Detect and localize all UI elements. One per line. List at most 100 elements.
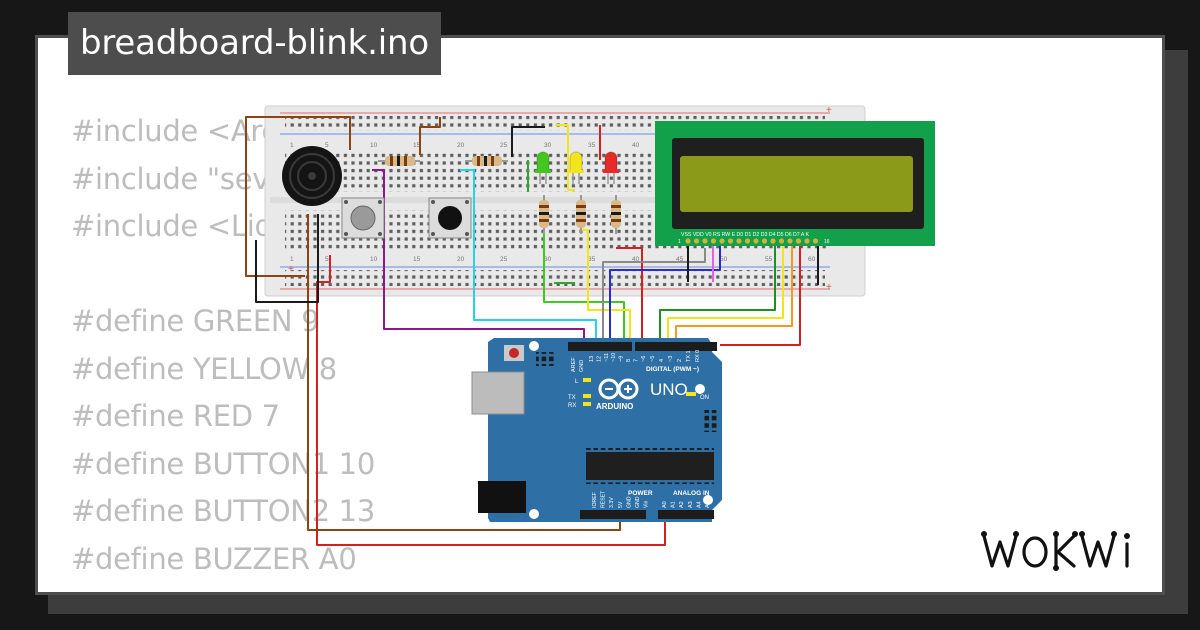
code-line: #define RED 7 [71, 399, 280, 433]
lcd-pin-first: 1 [678, 239, 681, 245]
arduino-uno: UNO ARDUINO DIGITAL (PWM ~) ON L TX RX A… [471, 338, 722, 522]
aref-label: AREF [571, 357, 577, 372]
lcd-pin [719, 238, 725, 244]
column-number: 25 [500, 256, 508, 263]
lcd-pin [770, 238, 776, 244]
digital-pin-label: 12 [596, 356, 602, 362]
l-label: L [575, 379, 579, 385]
column-number: 45 [676, 256, 684, 263]
power-pin-label: 5V [618, 501, 624, 508]
icsp-header [536, 352, 556, 366]
digital-header-left [568, 342, 632, 351]
wire-black-buzzer [255, 214, 319, 303]
wire-red-a0 [316, 255, 666, 546]
wire-brown-rail [245, 116, 351, 277]
digital-pin-label: 8 [626, 359, 632, 362]
column-number: 10 [370, 142, 378, 149]
column-number: 10 [370, 256, 378, 263]
digital-pin-label: ~5 [650, 356, 656, 362]
column-number: 30 [544, 256, 552, 263]
power-pin-label: Vin [644, 500, 650, 508]
column-number: 5 [325, 256, 329, 263]
lcd-pin [795, 238, 802, 244]
digital-pin-label: 2 [677, 359, 683, 362]
tx-led [583, 394, 591, 398]
digital-pin-label: ~6 [641, 356, 647, 362]
leds [535, 151, 619, 184]
gnd-label: GND [579, 360, 585, 372]
column-number: 20 [457, 256, 465, 263]
wokwi-logo [981, 531, 1130, 571]
rail-plus-label: + [826, 105, 832, 116]
wire-orange-lcd [675, 244, 793, 342]
code-line: #define GREEN 9 [71, 304, 320, 338]
digital-label: DIGITAL (PWM ~) [646, 366, 699, 373]
analog-pin-label: A4 [696, 501, 702, 508]
column-number: 15 [413, 142, 421, 149]
rail-plus-label-bottom: + [826, 282, 832, 293]
lcd-pin [761, 238, 768, 244]
resistor-2 [465, 156, 508, 166]
project-title: breadboard-blink.ino [68, 12, 441, 75]
led-2 [568, 151, 584, 184]
led-3 [603, 151, 619, 184]
mount-hole [529, 341, 539, 351]
code-line: #define YELLOW 8 [71, 351, 337, 386]
lcd-pin [778, 238, 785, 244]
analog-pin-label: A1 [671, 501, 677, 508]
arduino-brand: ARDUINO [596, 402, 633, 411]
wire-purple [372, 169, 585, 342]
wire-yellow-lcd [667, 244, 784, 342]
wire-green-lcd [659, 244, 776, 342]
center-channel [270, 197, 860, 203]
rx-label: RX [568, 403, 576, 409]
led-resistor-3 [611, 195, 621, 234]
digital-pin-label: 13 [589, 356, 595, 362]
wire-yellow [581, 229, 631, 342]
rx-led [583, 402, 591, 406]
power-pin-label: RESET [601, 490, 607, 508]
lcd-pin [727, 238, 734, 244]
lcd-pin [753, 238, 759, 244]
lcd-pin [710, 238, 717, 244]
lcd-pin [744, 238, 751, 244]
led-1 [535, 151, 551, 184]
digital-pin-label: ~10 [611, 353, 617, 362]
column-number: 40 [632, 256, 640, 263]
analog-pin-label: A0 [662, 501, 668, 508]
lcd-pin [693, 238, 700, 244]
microcontroller-chip [586, 452, 714, 480]
column-number: 5 [325, 142, 329, 149]
lcd-pin [736, 238, 742, 244]
lcd-pin-labels: VSS VDD V0 RS RW E D0 D1 D2 D3 D4 D5 D6 … [681, 232, 809, 238]
wire-gray [602, 248, 706, 342]
digital-pin-label: 4 [659, 359, 665, 362]
lcd-pin [804, 238, 810, 244]
push-button-1 [341, 197, 385, 239]
digital-pin-label: 7 [633, 359, 639, 362]
digital-pin-label: RX 0 [695, 350, 701, 362]
digital-pin-label: ~3 [668, 356, 674, 362]
lcd-pin [812, 238, 819, 244]
lcd-pin-last: 16 [824, 239, 830, 245]
code-line: #define BUZZER A0 [71, 541, 357, 576]
column-number: 30 [544, 142, 552, 149]
digital-pin-label: ~11 [604, 353, 610, 362]
usb-port [471, 371, 525, 415]
power-pin-label: GND [626, 496, 632, 508]
column-number: 1 [290, 142, 294, 149]
digital-pin-label: TX 1 [686, 350, 692, 362]
lcd-pin [685, 238, 691, 244]
on-led [686, 392, 696, 396]
rail-plus-label-left: + [288, 264, 294, 275]
analog-label: ANALOG IN [673, 490, 710, 497]
analog-pin-label: A2 [679, 501, 685, 508]
wire-red-lcd [720, 244, 801, 346]
column-number: 20 [457, 142, 465, 149]
power-header [580, 510, 646, 519]
led-resistor-1 [539, 195, 549, 234]
lcd-pin [702, 238, 708, 244]
